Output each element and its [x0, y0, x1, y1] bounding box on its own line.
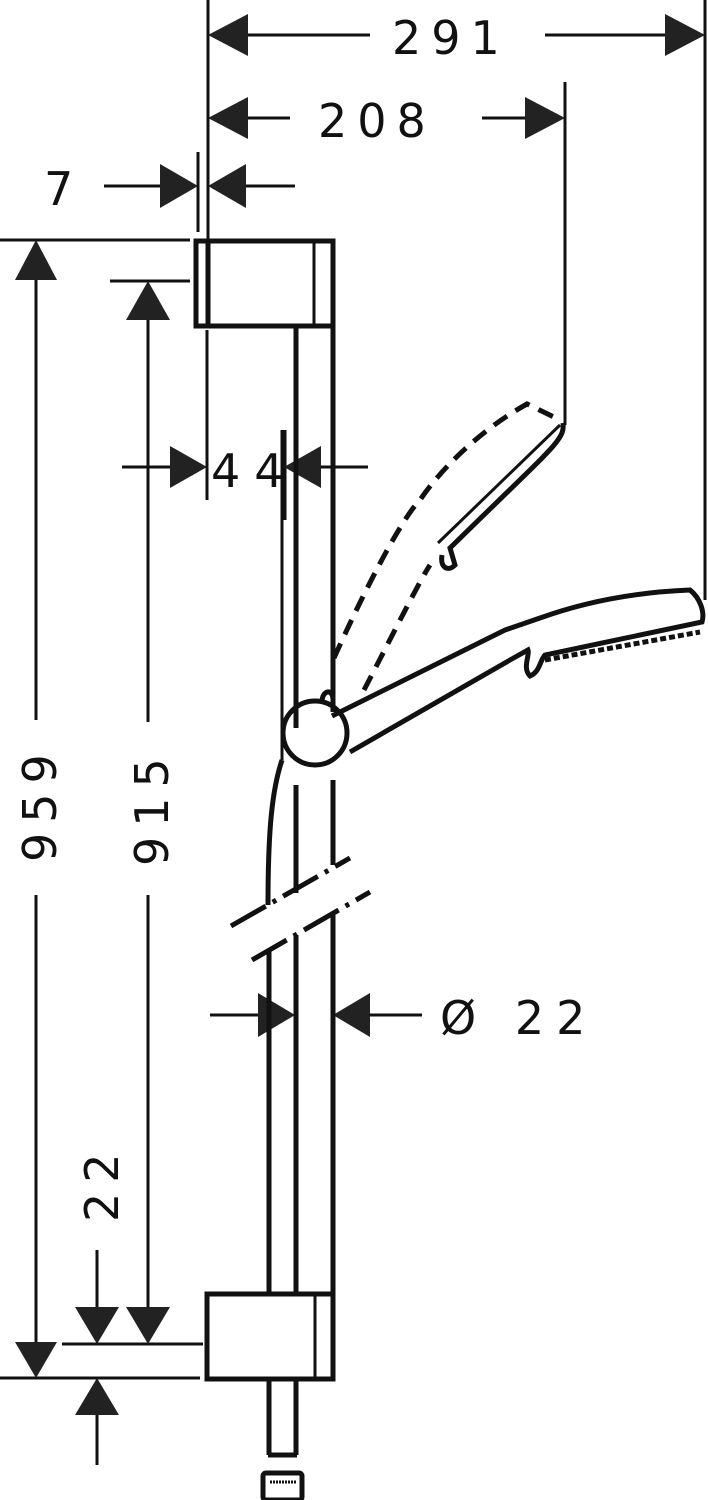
- hand-shower-tilted: [331, 401, 566, 692]
- arrow-left-icon: [284, 446, 321, 488]
- slider-holder: [280, 689, 350, 768]
- arrow-left-icon: [208, 14, 248, 56]
- arrow-right-icon: [170, 446, 207, 488]
- hand-shower-horizontal: [330, 587, 706, 755]
- dim-label-diameter-22: Ø 22: [440, 991, 597, 1045]
- dim-label-915: 915: [125, 748, 179, 866]
- break-lines: [229, 855, 372, 963]
- arrow-right-icon: [665, 14, 705, 56]
- dim-label-208: 208: [318, 94, 436, 148]
- dim-label-291: 291: [392, 11, 510, 65]
- dim-label-7: 7: [44, 162, 83, 216]
- dimension-208: 208: [208, 94, 565, 148]
- arrow-left-icon: [208, 97, 248, 139]
- arrow-left-icon: [333, 993, 370, 1037]
- slide-rail: [266, 326, 336, 1293]
- arrow-down-icon: [15, 1342, 57, 1378]
- dimension-291: 291: [208, 11, 705, 65]
- arrow-up-icon: [126, 281, 170, 320]
- arrow-down-icon: [75, 1307, 119, 1344]
- dimension-7: 7: [44, 162, 295, 216]
- dim-label-959: 959: [13, 744, 67, 862]
- top-wall-bracket: [193, 238, 336, 329]
- arrow-right-icon: [258, 993, 295, 1037]
- dimension-915: 915: [125, 281, 179, 1344]
- dimension-diameter-22: Ø 22: [210, 991, 597, 1045]
- dim-label-44: 44: [211, 444, 298, 498]
- dimension-22-offset: 22: [75, 1143, 129, 1465]
- shower-hose: [265, 759, 299, 1455]
- extension-lines: [0, 0, 707, 1380]
- arrow-up-icon: [15, 240, 57, 280]
- arrow-down-icon: [126, 1307, 170, 1344]
- arrow-right-icon: [160, 164, 198, 208]
- arrow-right-icon: [525, 97, 565, 139]
- dim-label-22-offset: 22: [75, 1143, 129, 1222]
- hose-nut: [260, 1452, 305, 1500]
- arrow-left-icon: [208, 164, 246, 208]
- bottom-wall-bracket: [204, 1291, 336, 1382]
- arrow-up-icon: [75, 1378, 119, 1415]
- dimension-959: 959: [13, 240, 67, 1378]
